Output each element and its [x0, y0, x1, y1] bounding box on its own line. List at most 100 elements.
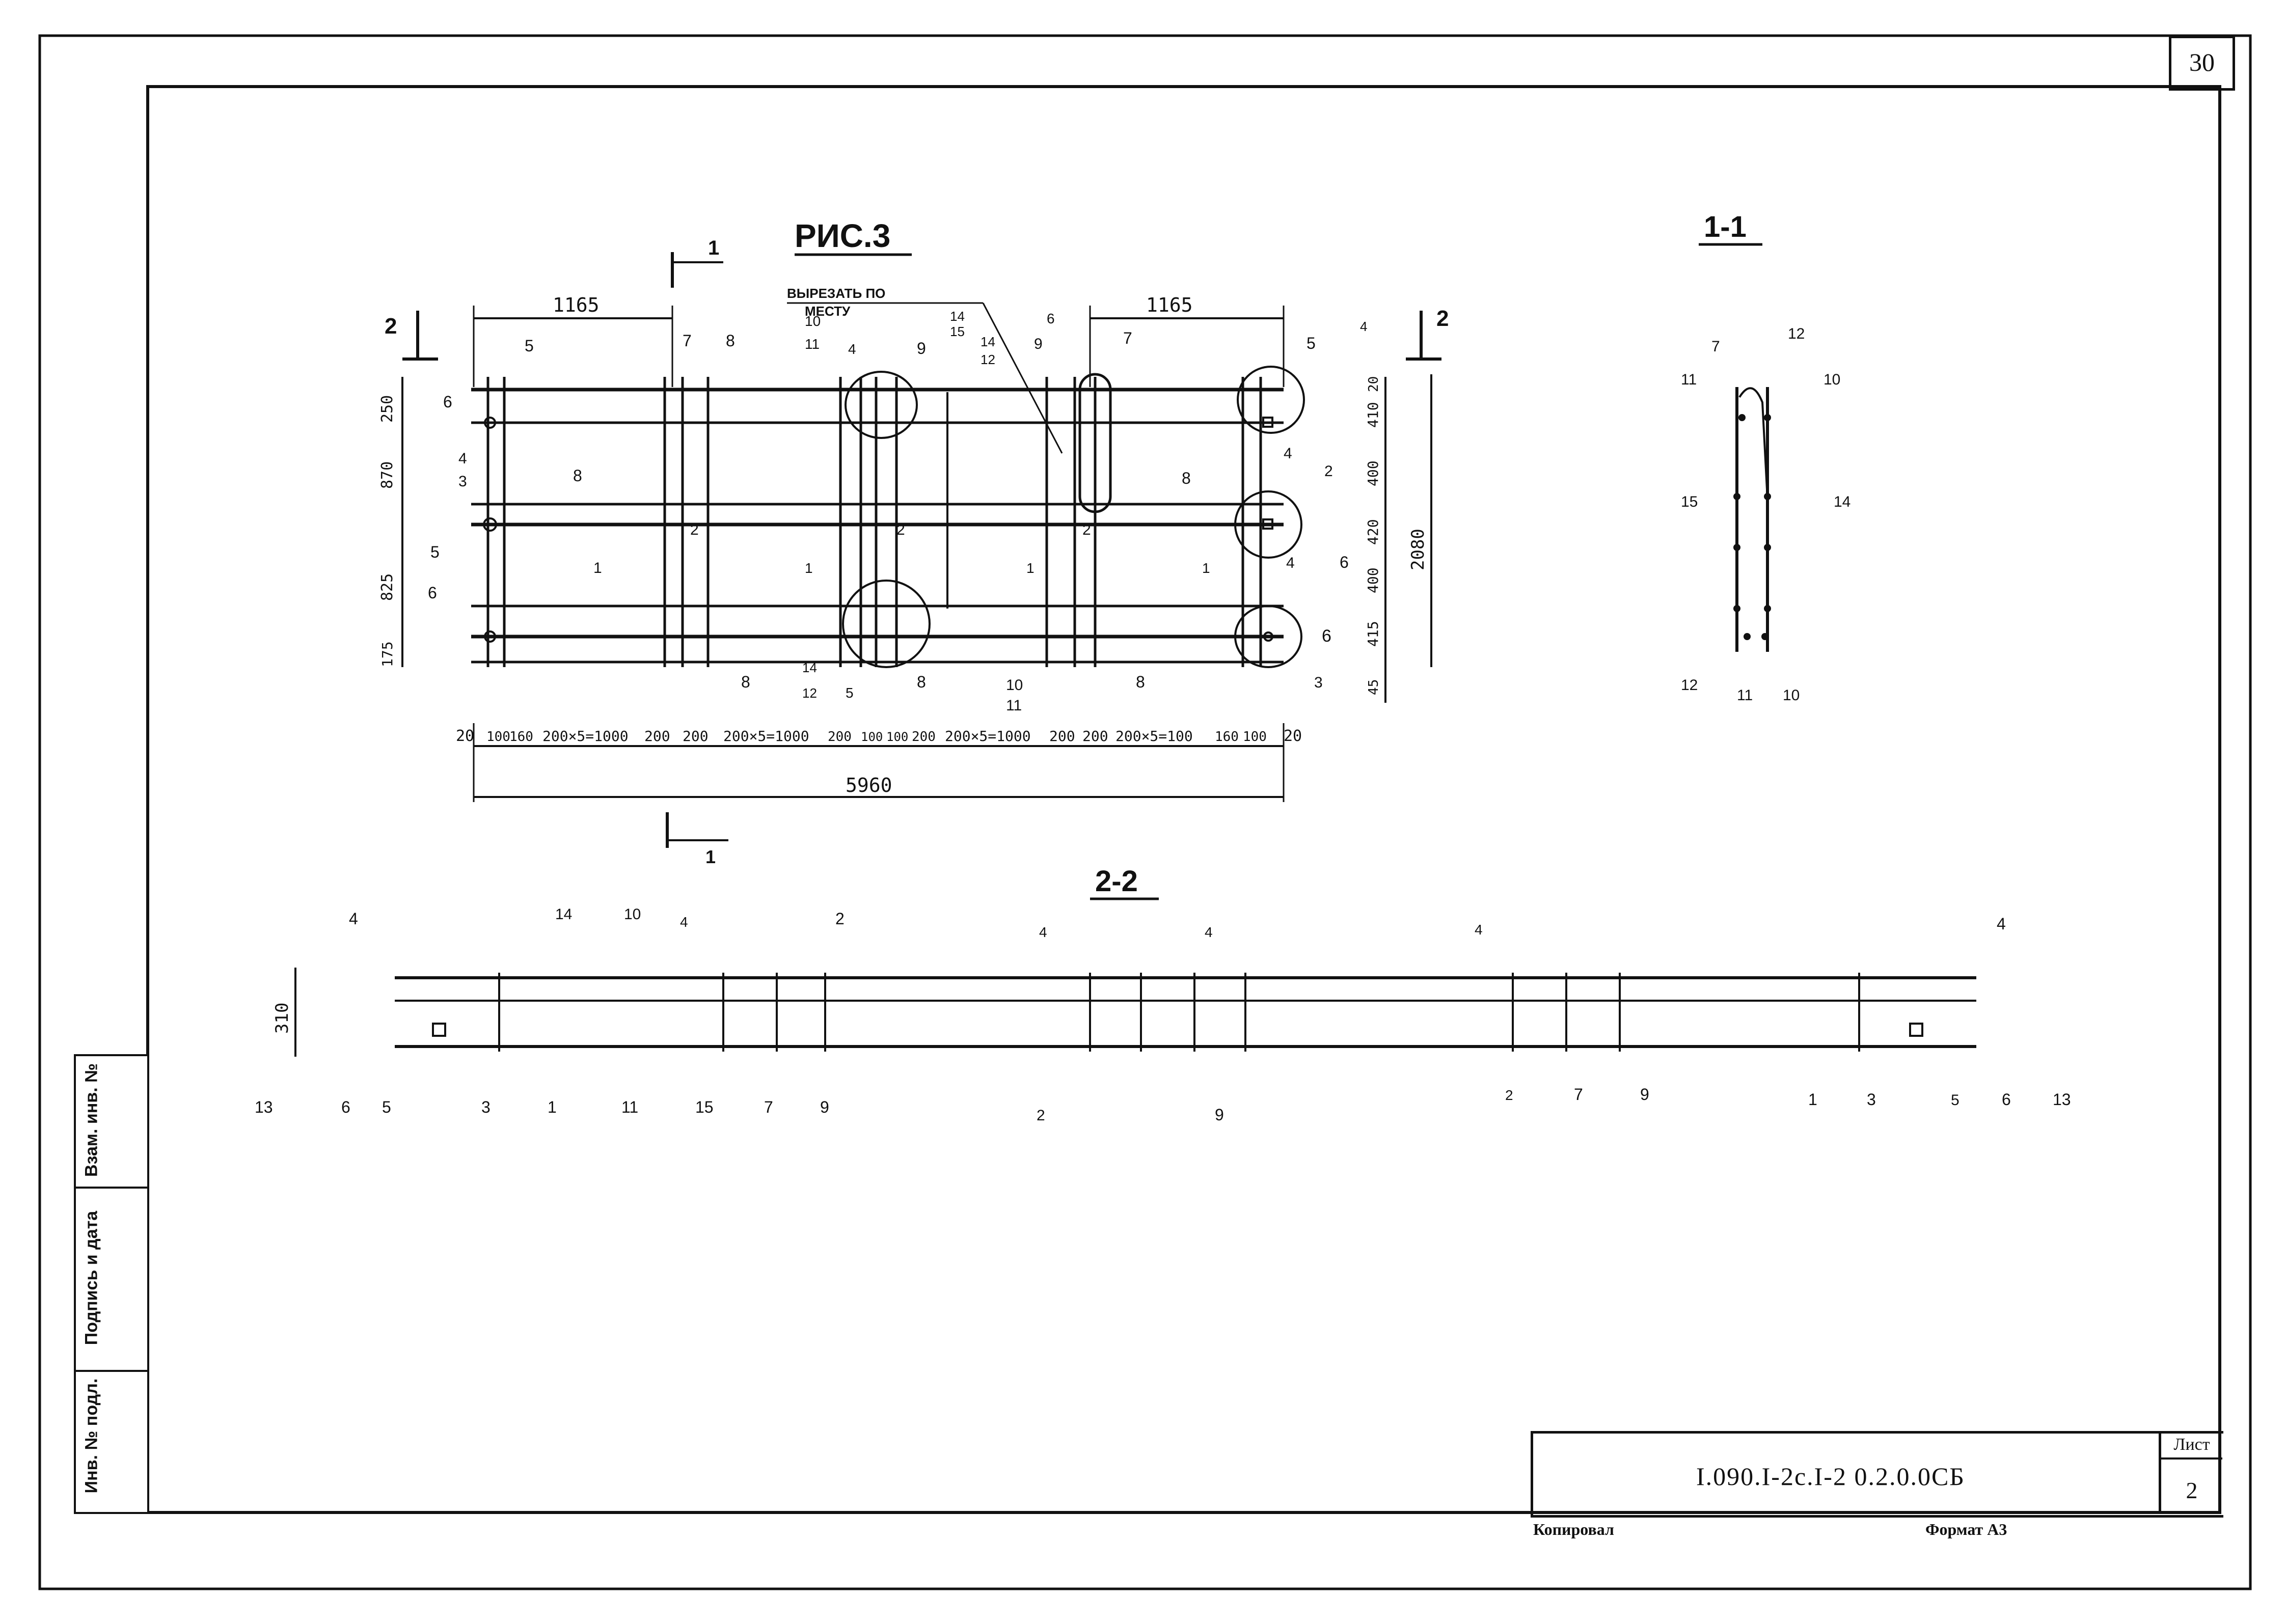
pos-m5: 2 — [1082, 521, 1091, 538]
section-2-2: 2-2 310 4 14 10 4 2 4 4 4 4 13 6 — [255, 865, 2071, 1124]
dim-overall-height: 2080 — [1408, 529, 1428, 570]
pos-t2: 8 — [726, 332, 735, 350]
dim-b16: 100 — [1243, 729, 1267, 745]
cut-marker-1-top: 1 — [671, 237, 723, 288]
dim-section-height: 310 — [272, 1003, 292, 1034]
pos-b3: 5 — [846, 685, 854, 701]
bottom-dims: 20 100 160 200×5=1000 200 200 200×5=1000… — [456, 727, 1302, 745]
pos-r1: 6 — [1340, 553, 1349, 571]
s11-pos2: 11 — [1681, 371, 1697, 388]
s11-pos4: 15 — [1681, 493, 1698, 510]
s22-bottom-callouts: 13 6 5 3 1 11 15 7 9 2 9 2 7 9 1 3 5 6 1… — [255, 1085, 2071, 1124]
s22-b15: 3 — [1867, 1090, 1876, 1109]
page-number: 30 — [2189, 48, 2215, 76]
s22-top0: 4 — [349, 910, 358, 928]
s11-pos6: 12 — [1681, 677, 1698, 694]
dim-l1: 870 — [378, 461, 396, 489]
dim-b14: 200×5=100 — [1115, 728, 1193, 745]
pos-l5: 6 — [428, 584, 437, 602]
dim-b8: 100 — [861, 730, 883, 744]
cut-marker-1-bottom: 1 — [666, 812, 728, 867]
s11-pos3: 10 — [1824, 371, 1840, 388]
cut-1-top-label: 1 — [708, 237, 719, 259]
dim-l0: 250 — [378, 395, 396, 423]
cut-2-right-label: 2 — [1436, 306, 1449, 331]
pos-t10: 12 — [981, 352, 995, 367]
dim-b7: 200 — [828, 729, 852, 745]
pos-l3: 8 — [573, 466, 582, 485]
cut-1-bottom-label: 1 — [705, 846, 716, 867]
pos-b5: 10 — [1006, 677, 1023, 694]
s22-b1: 6 — [341, 1098, 350, 1116]
plan-right-callouts: 2 6 4 6 3 — [1284, 445, 1349, 691]
pos-t7: 14 — [950, 309, 965, 324]
title-block: I.090.I-2c.I-2 0.2.0.0СБ — [1531, 1431, 2223, 1518]
s22-b10: 9 — [1215, 1106, 1224, 1124]
s22-b13: 9 — [1640, 1085, 1649, 1104]
dim-b15: 160 — [1215, 729, 1239, 745]
sheet-number: 2 — [2186, 1477, 2198, 1503]
pos-t5: 4 — [848, 341, 856, 357]
pos-t11: 6 — [1047, 311, 1055, 326]
dim-b6: 200×5=1000 — [723, 728, 809, 745]
dim-l2: 825 — [378, 573, 396, 601]
sheet-cell: Лист 2 — [2159, 1431, 2222, 1512]
drawing-code: I.090.I-2c.I-2 0.2.0.0СБ — [1696, 1462, 1966, 1491]
inner-frame — [146, 85, 2221, 1514]
pos-t15: 4 — [1360, 319, 1367, 334]
dim-b17: 20 — [1284, 727, 1302, 745]
dim-b1: 100 — [486, 729, 510, 745]
pos-l1: 4 — [458, 450, 467, 467]
dim-b3: 200×5=1000 — [542, 728, 629, 745]
pos-m7: 8 — [1182, 469, 1191, 487]
outer-frame — [38, 34, 2252, 1590]
pos-m3: 1 — [805, 560, 813, 576]
s22-top6: 4 — [1205, 924, 1213, 940]
pos-b1: 14 — [802, 660, 817, 675]
plan-bottom-callouts: 8 14 12 5 8 10 11 8 — [741, 660, 1145, 714]
dim-r4: 400 — [1365, 567, 1381, 593]
s22-b11: 2 — [1505, 1087, 1513, 1103]
pos-m1: 1 — [593, 560, 602, 576]
section-1-1: 1-1 7 12 11 10 15 14 12 11 10 — [1681, 210, 1850, 704]
pos-m0: 2 — [690, 521, 699, 538]
s11-pos7: 11 — [1737, 687, 1753, 704]
pos-b7: 8 — [1136, 673, 1145, 691]
s11-pos5: 14 — [1834, 493, 1850, 510]
pos-r4: 3 — [1314, 674, 1323, 691]
pos-b6: 11 — [1006, 697, 1022, 714]
footer-format: Формат А3 — [1925, 1520, 2007, 1538]
dim-b5: 200 — [683, 728, 709, 745]
dim-b4: 200 — [644, 728, 670, 745]
cut-marker-2-right: 2 — [1406, 306, 1449, 361]
plan-view: РИС.3 — [378, 217, 1449, 867]
pos-t12: 9 — [1034, 336, 1043, 352]
s22-b16: 5 — [1951, 1092, 1960, 1109]
pos-t8: 15 — [950, 324, 965, 339]
stamp-divider-1 — [74, 1054, 112, 1514]
pos-t9: 14 — [981, 334, 995, 349]
note-line2: МЕСТУ — [805, 304, 851, 319]
s11-pos1: 12 — [1788, 325, 1805, 342]
section-1-1-title: 1-1 — [1704, 210, 1747, 243]
dim-r1: 410 — [1365, 402, 1381, 428]
pos-b0: 8 — [741, 673, 750, 691]
pos-t14: 5 — [1307, 334, 1316, 352]
pos-l4: 5 — [430, 543, 440, 561]
dim-r6: 45 — [1366, 679, 1381, 695]
dim-r3: 420 — [1365, 519, 1381, 545]
s22-b3: 3 — [481, 1098, 491, 1116]
pos-m8: 4 — [1286, 555, 1295, 571]
pos-l0: 6 — [443, 393, 452, 411]
s22-b0: 13 — [255, 1098, 273, 1116]
s22-top5: 4 — [1039, 924, 1047, 940]
s22-b2: 5 — [382, 1098, 391, 1116]
pos-r2: 4 — [1284, 445, 1292, 462]
s22-b8: 9 — [820, 1098, 829, 1116]
section-2-2-title: 2-2 — [1095, 865, 1138, 898]
s22-b12: 7 — [1574, 1085, 1583, 1104]
plan-top-callouts: 5 7 8 10 11 4 9 14 15 14 12 6 9 7 5 4 — [525, 309, 1367, 367]
s22-top4: 2 — [835, 910, 845, 928]
dim-b12: 200 — [1049, 728, 1075, 745]
s22-b9: 2 — [1037, 1107, 1045, 1124]
